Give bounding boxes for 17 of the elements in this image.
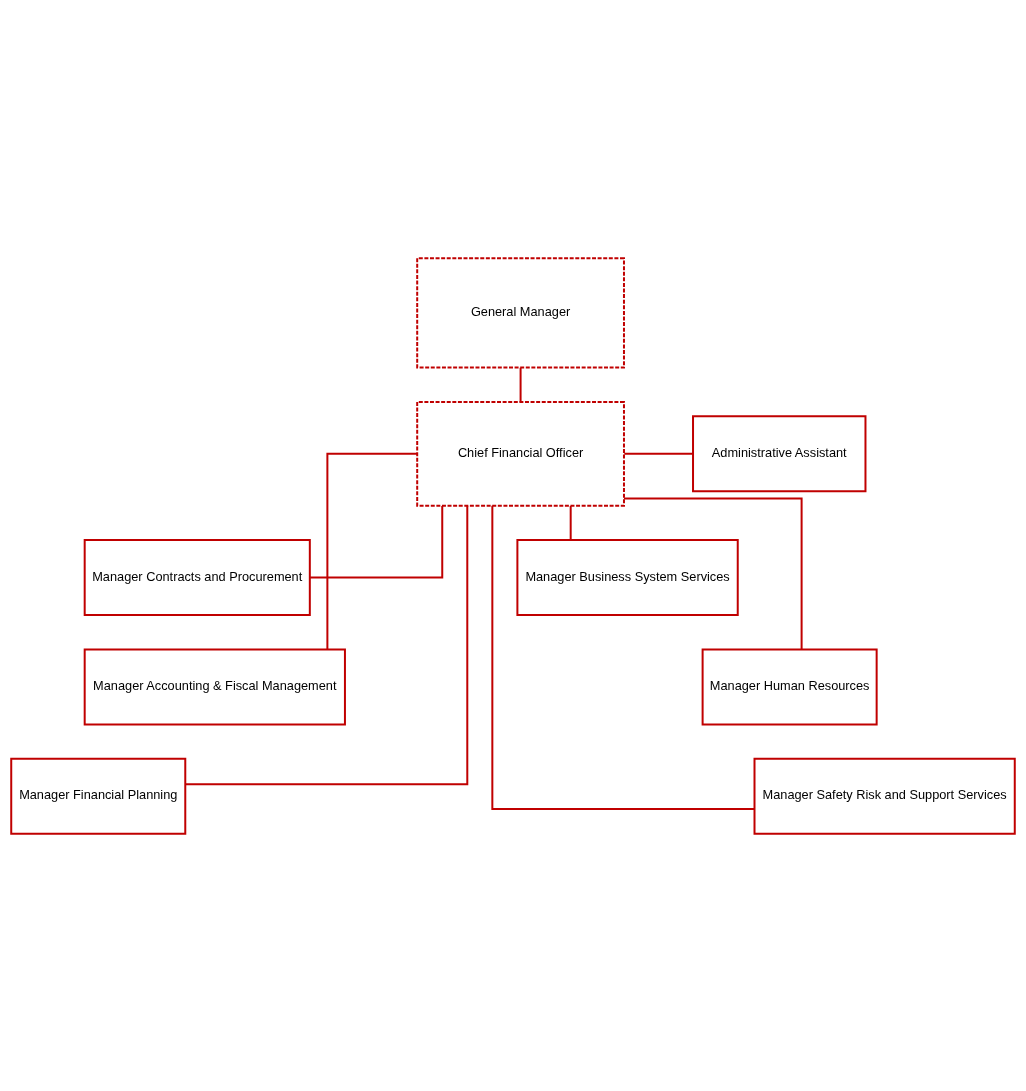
connector (491, 504, 756, 810)
node-box: Manager Financial Planning (10, 757, 187, 835)
node-box: Manager Safety Risk and Support Services (753, 757, 1016, 835)
connector (623, 497, 803, 650)
connector (569, 504, 572, 541)
node-box: Manager Business System Services (516, 538, 739, 616)
connector (326, 452, 419, 650)
connector (184, 504, 469, 785)
connector (309, 504, 444, 579)
node-box: Administrative Assistant (692, 414, 867, 492)
node-box: General Manager (416, 256, 625, 369)
node-box: Manager Human Resources (701, 647, 878, 725)
node-box: Manager Accounting & Fiscal Management (83, 647, 346, 725)
node-box: Chief Financial Officer (416, 400, 625, 507)
connector (623, 452, 694, 455)
connector (519, 366, 522, 403)
node-box: Manager Contracts and Procurement (83, 538, 311, 616)
